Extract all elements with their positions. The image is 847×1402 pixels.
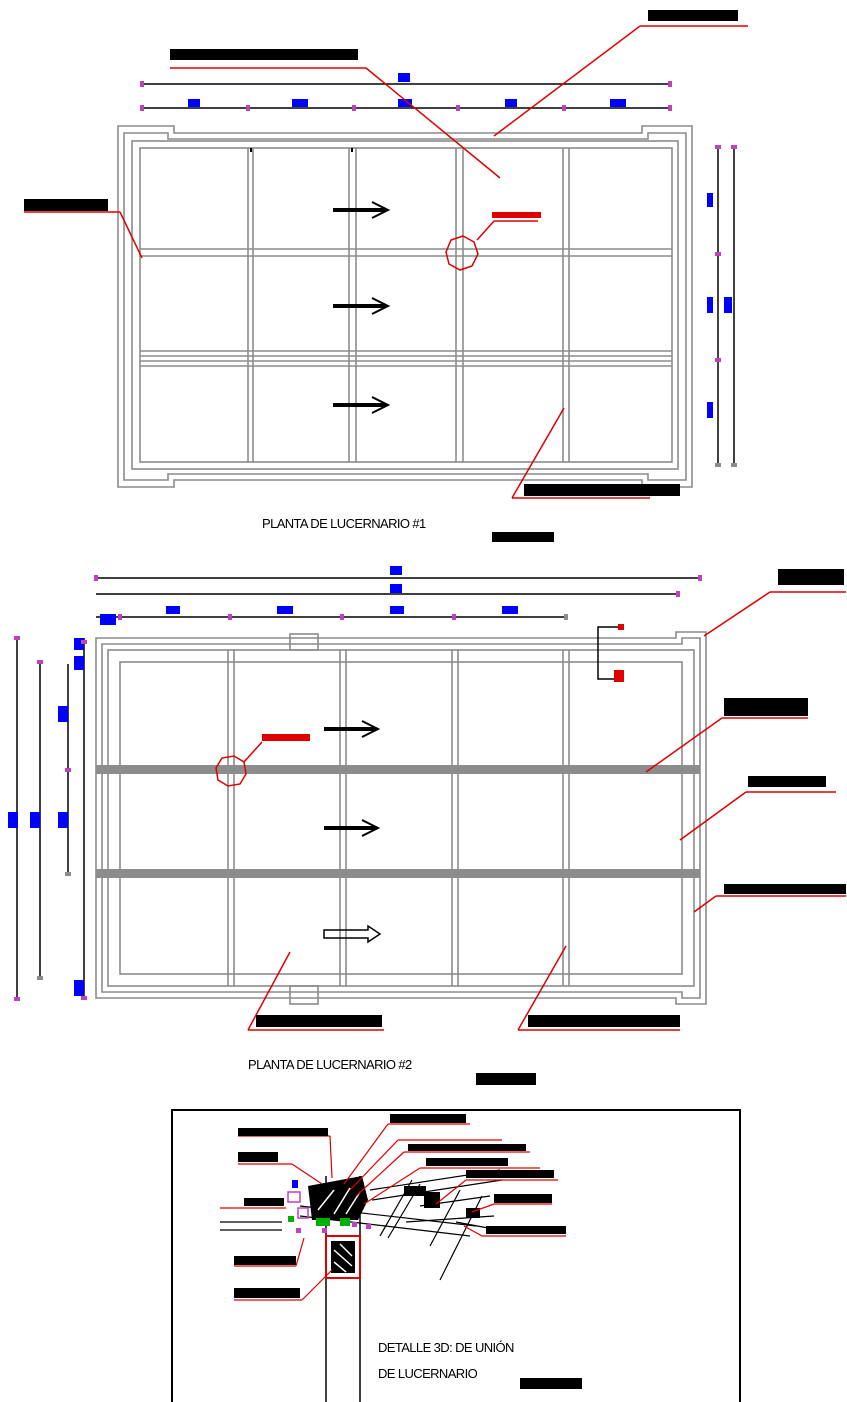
detail-markers — [287, 1180, 371, 1233]
detail-title-line-1: DETALLE 3D: DE UNIÓN — [378, 1340, 514, 1355]
label-bar — [256, 1015, 382, 1027]
plan-2-main-beams — [96, 765, 700, 878]
label-bar — [234, 1288, 300, 1298]
plan-1-title: PLANTA DE LUCERNARIO #1 — [262, 516, 426, 531]
detail-circle-callout — [445, 235, 479, 271]
plan-2-callouts — [215, 591, 846, 1031]
label-bar — [524, 484, 680, 496]
dimension-mark — [610, 99, 626, 107]
label-bar — [234, 1256, 296, 1265]
plan-2-label-bars — [256, 569, 846, 1085]
label-bar — [390, 1114, 466, 1123]
plan-1-top-dimensions — [140, 73, 672, 111]
dimension-mark — [188, 99, 200, 107]
label-bar — [492, 532, 554, 542]
label-bar — [238, 1128, 328, 1136]
dimension-mark — [292, 99, 308, 107]
label-bar — [528, 1015, 680, 1027]
dimension-mark — [398, 99, 412, 107]
plan-1-skylight: PLANTA DE LUCERNARIO #1 — [24, 10, 748, 542]
plan-2-left-dimensions — [8, 636, 87, 1001]
detail-3d-union: DETALLE 3D: DE UNIÓN DE LUCERNARIO — [171, 1109, 741, 1402]
label-bar — [748, 776, 826, 787]
label-bar — [486, 1226, 566, 1234]
plan-2-skylight: PLANTA DE LUCERNARIO #2 — [8, 566, 846, 1085]
plan-1-slope-arrows — [333, 201, 391, 414]
plan-2-top-dimensions — [94, 566, 702, 625]
label-bar — [778, 569, 844, 585]
section-cut-marker — [597, 624, 624, 682]
label-bar — [494, 1194, 552, 1203]
detail-callouts — [220, 1123, 566, 1301]
detail-reference-tag — [492, 212, 541, 218]
label-bar — [170, 49, 358, 60]
detail-column — [325, 1176, 361, 1402]
plan-2-title: PLANTA DE LUCERNARIO #2 — [248, 1057, 412, 1072]
label-bar — [466, 1170, 554, 1178]
label-bar — [724, 884, 846, 894]
dimension-mark — [398, 73, 410, 82]
plan-1-callouts — [24, 25, 748, 499]
plan-2-frame — [95, 631, 707, 1005]
label-bar — [244, 1198, 284, 1206]
plan-1-frame — [117, 125, 693, 488]
plan-2-slope-arrows — [323, 720, 382, 944]
detail-border — [171, 1109, 741, 1402]
detail-title-line-2: DE LUCERNARIO — [378, 1366, 478, 1381]
label-bar — [648, 10, 738, 21]
detail-label-bars — [234, 1114, 582, 1389]
detail-reference-tag — [262, 734, 310, 741]
label-bar — [426, 1158, 508, 1166]
plan-1-right-dimensions — [707, 145, 737, 467]
label-bar — [520, 1378, 582, 1389]
dimension-mark — [505, 99, 517, 107]
label-bar — [724, 698, 808, 716]
plan-1-label-bars — [24, 10, 738, 542]
detail-joint-hatch — [317, 1187, 361, 1215]
label-bar — [476, 1073, 536, 1085]
detail-circle-callout — [215, 755, 247, 787]
label-bar — [24, 199, 108, 211]
label-bar — [408, 1144, 526, 1151]
label-bar — [238, 1152, 278, 1162]
